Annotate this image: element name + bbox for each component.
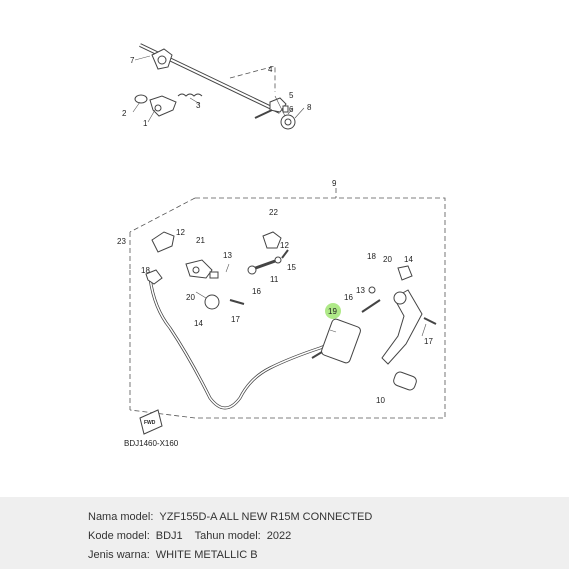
part-label-22: 22	[269, 208, 278, 217]
fwd-label: FWD	[144, 420, 156, 426]
model-code-value: BDJ1	[155, 530, 183, 542]
part-label-13b: 13	[356, 286, 365, 295]
part-label-16b: 16	[344, 293, 353, 302]
color-label: Jenis warna:	[88, 549, 150, 561]
model-year-value: 2022	[266, 530, 292, 542]
part-label-7: 7	[130, 56, 135, 65]
part-label-23: 23	[117, 237, 126, 246]
part-label-8: 8	[307, 103, 312, 112]
part-label-17b: 17	[424, 337, 433, 346]
exploded-view-drawing: FWD 7 4 3 2 1 5 6 8 9 22 12 12 21 23 15 …	[117, 43, 446, 448]
model-info-panel: Nama model: YZF155D-A ALL NEW R15M CONNEC…	[0, 497, 569, 569]
part-label-12b: 12	[280, 241, 289, 250]
part-label-18b: 18	[367, 252, 376, 261]
model-name-value: YZF155D-A ALL NEW R15M CONNECTED	[159, 511, 373, 523]
part-label-20a: 20	[186, 293, 195, 302]
diagram-code: BDJ1460-X160	[124, 439, 179, 448]
shift-mechanism	[145, 231, 437, 410]
part-label-5: 5	[289, 91, 294, 100]
color-value: WHITE METALLIC B	[155, 549, 258, 561]
part-label-11: 11	[270, 275, 279, 284]
part-label-6: 6	[289, 105, 294, 114]
part-label-10: 10	[376, 396, 385, 405]
model-code-row: Kode model: BDJ1 Tahun model: 2022	[88, 530, 291, 542]
model-name-row: Nama model: YZF155D-A ALL NEW R15M CONNEC…	[88, 511, 372, 523]
model-year-label: Tahun model:	[194, 530, 261, 542]
part-label-17a: 17	[231, 315, 240, 324]
part-label-20b: 20	[383, 255, 392, 264]
assembly-outline	[129, 65, 446, 419]
part-19-highlight	[325, 303, 341, 319]
part-label-18a: 18	[141, 266, 150, 275]
part-label-21: 21	[196, 236, 205, 245]
part-label-19: 19	[328, 307, 337, 316]
part-label-4: 4	[268, 65, 273, 74]
leader-lines	[132, 55, 427, 337]
part-number-labels: 7 4 3 2 1 5 6 8 9 22 12 12 21 23 15 13 1…	[117, 56, 433, 405]
part-label-16a: 16	[252, 287, 261, 296]
model-code-label: Kode model:	[88, 530, 150, 542]
color-row: Jenis warna: WHITE METALLIC B	[88, 549, 258, 561]
parts-diagram: FWD 7 4 3 2 1 5 6 8 9 22 12 12 21 23 15 …	[117, 43, 446, 448]
part-label-13a: 13	[223, 251, 232, 260]
part-label-12a: 12	[176, 228, 185, 237]
stopper-lever	[134, 93, 203, 117]
part-label-14a: 14	[194, 319, 203, 328]
part-label-15: 15	[287, 263, 296, 272]
part-label-1: 1	[143, 119, 148, 128]
part-label-14b: 14	[404, 255, 413, 264]
model-name-label: Nama model:	[88, 511, 154, 523]
part-label-3: 3	[196, 101, 201, 110]
part-label-2: 2	[122, 109, 127, 118]
part-label-9: 9	[332, 179, 337, 188]
fwd-badge: FWD	[139, 409, 163, 435]
shift-shaft	[139, 43, 296, 130]
